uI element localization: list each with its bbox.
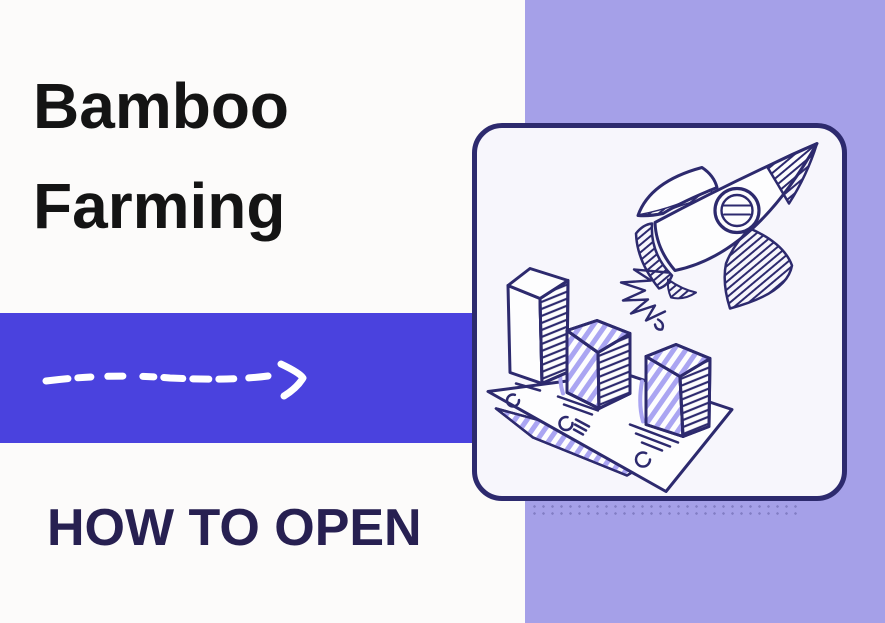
blue-band bbox=[0, 313, 472, 443]
bar-middle bbox=[565, 319, 632, 410]
page-title: Bamboo Farming bbox=[33, 56, 289, 256]
title-line-1: Bamboo bbox=[33, 70, 289, 142]
illustration-card bbox=[472, 123, 847, 501]
porthole-window bbox=[713, 186, 761, 235]
flame-scribble bbox=[619, 268, 670, 331]
dashed-arrow-right-icon bbox=[42, 360, 307, 400]
title-line-2: Farming bbox=[33, 170, 286, 242]
bar-tall bbox=[506, 267, 570, 385]
bar-right bbox=[644, 343, 712, 438]
halftone-dots bbox=[530, 503, 800, 515]
subtitle: HOW TO OPEN bbox=[47, 499, 422, 557]
isometric-bar-chart-doodle-icon bbox=[506, 267, 712, 438]
rocket-doodle-icon bbox=[619, 142, 819, 331]
growth-illustration bbox=[486, 142, 819, 493]
